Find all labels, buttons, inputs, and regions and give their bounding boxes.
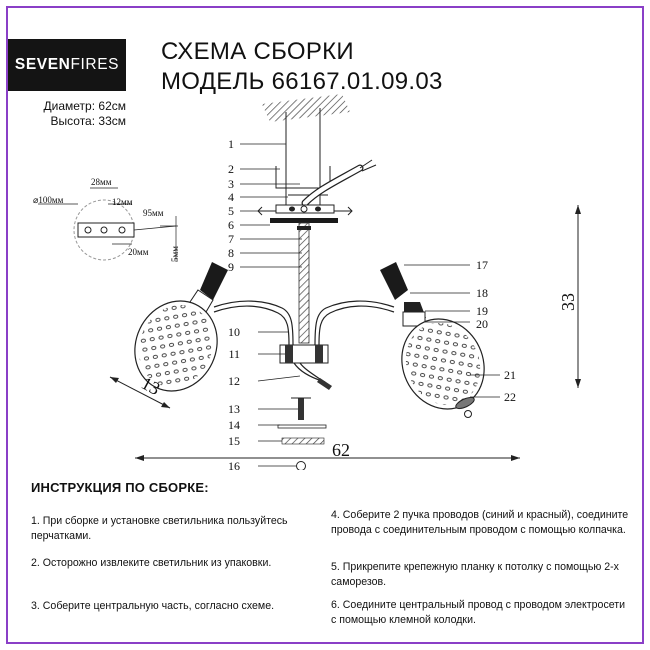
detail-dim: 5мм (170, 246, 180, 262)
brand-bold: SEVEN (14, 56, 71, 73)
part-label: 17 (476, 258, 488, 272)
ceiling (262, 94, 350, 122)
part-label: 1 (228, 137, 234, 151)
instruction-step: 2. Осторожно извлеките светильник из упа… (31, 557, 272, 569)
part-label: 6 (228, 218, 234, 232)
page-frame (6, 6, 644, 644)
mounting-bracket (257, 204, 353, 216)
instruction-step: 6. Соедините центральный провод с провод… (331, 599, 626, 626)
part-label: 12 (228, 374, 240, 388)
part-label: 13 (228, 402, 240, 416)
assembly-diagram: 1 2 3 4 5 6 7 8 9 10 11 12 13 14 15 16 1… (33, 94, 581, 470)
right-lamp (380, 262, 485, 418)
height-dimension: 33 (558, 205, 581, 388)
height-value: 33 (558, 293, 578, 311)
width-value: 62 (332, 440, 350, 460)
part-label: 21 (504, 368, 516, 382)
model-title: МОДЕЛЬ 66167.01.09.03 (161, 68, 443, 95)
finial-parts (277, 397, 327, 470)
width-dimension: 62 (135, 440, 520, 461)
part-label: 22 (504, 390, 516, 404)
left-lamp (134, 262, 228, 392)
detail-dim: 28мм (91, 177, 112, 187)
instruction-step: 5. Прикрепите крепежную планку к потолку… (331, 561, 619, 588)
part-label: 16 (228, 459, 240, 470)
part-labels: 1 2 3 4 5 6 7 8 9 10 11 12 13 14 15 16 1… (228, 137, 516, 470)
instructions-heading: ИНСТРУКЦИЯ ПО СБОРКЕ: (31, 480, 209, 495)
brand-light: FIRES (70, 56, 120, 73)
part-label: 18 (476, 286, 488, 300)
hub (279, 344, 332, 390)
part-label: 4 (228, 190, 234, 204)
part-label: 8 (228, 246, 234, 260)
detail-dim: 20мм (128, 247, 149, 257)
part-label: 9 (228, 260, 234, 274)
part-label: 15 (228, 434, 240, 448)
part-label: 7 (228, 232, 234, 246)
spec-diameter: Диаметр: 62см (43, 99, 126, 113)
instruction-step: 1. При сборке и установке светильника по… (31, 515, 288, 542)
arms (213, 300, 395, 346)
detail-dim: 12мм (112, 197, 133, 207)
part-label: 5 (228, 204, 234, 218)
spec-height: Высота: 33см (50, 114, 126, 128)
bracket-detail: ⌀100мм 28мм 12мм 95мм 20мм 5мм (33, 177, 180, 262)
part-label: 20 (476, 317, 488, 331)
instruction-step: 4. Соберите 2 пучка проводов (синий и кр… (331, 509, 629, 536)
detail-dim: 95мм (143, 208, 164, 218)
part-label: 10 (228, 325, 240, 339)
center-rod (297, 222, 311, 344)
part-label: 3 (228, 177, 234, 191)
page-title: СХЕМА СБОРКИ (161, 38, 354, 65)
part-label: 11 (228, 347, 240, 361)
instruction-step: 3. Соберите центральную часть, согласно … (31, 600, 275, 612)
canopy (270, 218, 338, 223)
leader-lines (240, 143, 500, 467)
detail-dim: ⌀100мм (33, 195, 64, 205)
part-label: 19 (476, 304, 488, 318)
part-label: 2 (228, 162, 234, 176)
part-label: 14 (228, 418, 240, 432)
power-cable (301, 159, 377, 207)
